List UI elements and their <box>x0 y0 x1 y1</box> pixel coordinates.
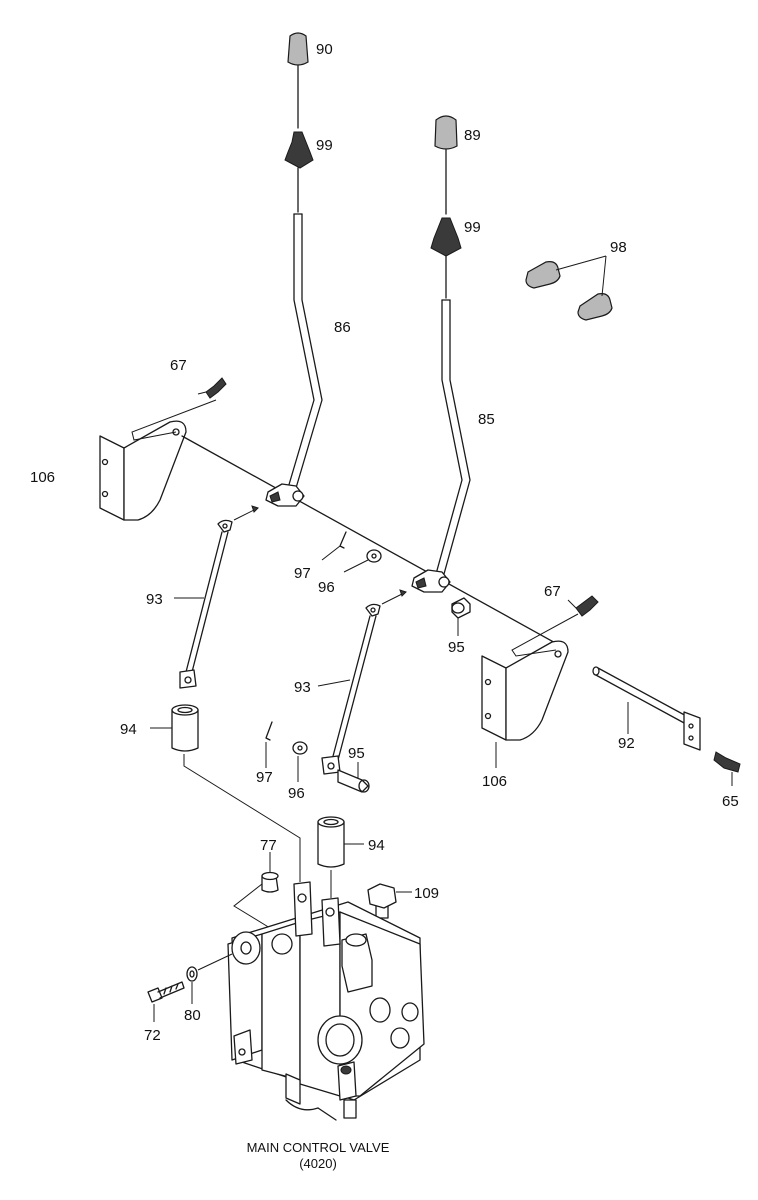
pin-clip-lower <box>265 721 273 768</box>
lever-right <box>435 299 471 575</box>
callout-bracket-right: 106 <box>482 773 507 790</box>
pin-upper <box>451 597 471 636</box>
rod-right <box>317 589 407 775</box>
rod-left <box>174 505 259 689</box>
caption: MAIN CONTROL VALVE (4020) <box>247 1140 390 1171</box>
caps <box>525 255 613 321</box>
callout-bolt-valve: 72 <box>144 1027 161 1044</box>
callout-bolt-right: 67 <box>544 583 561 600</box>
callout-pin-clip-upper: 97 <box>294 565 311 582</box>
callout-shaft: 92 <box>618 735 635 752</box>
callout-boot-right: 99 <box>464 219 481 236</box>
bolt-right <box>511 595 599 657</box>
washer-lower <box>292 741 308 782</box>
cross-shaft <box>181 435 569 651</box>
sleeve-right <box>317 816 364 898</box>
callout-labels: 90 99 89 99 98 86 85 67 106 97 96 93 67 … <box>30 41 739 1044</box>
relief-plug <box>367 883 412 948</box>
bolt-valve <box>147 981 185 1022</box>
callout-pin-lower: 95 <box>348 745 365 762</box>
callout-bolt-left: 67 <box>170 357 187 374</box>
callout-caps: 98 <box>610 239 627 256</box>
pivot-right <box>411 569 451 593</box>
callout-rod-right: 93 <box>294 679 311 696</box>
callout-rod-left: 93 <box>146 591 163 608</box>
caption-title: MAIN CONTROL VALVE <box>247 1140 390 1155</box>
washer-valve <box>186 953 233 1004</box>
callout-sleeve-left: 94 <box>120 721 137 738</box>
callout-lever-right: 85 <box>478 411 495 428</box>
callout-plug: 77 <box>260 837 277 854</box>
caption-code: (4020) <box>299 1156 337 1171</box>
knob-left <box>287 32 309 129</box>
callout-pin-clip-lower: 97 <box>256 769 273 786</box>
lever-left <box>287 213 323 489</box>
pivot-left <box>265 483 305 507</box>
plug <box>233 852 279 929</box>
main-control-valve <box>227 881 425 1121</box>
boot-right <box>430 217 462 299</box>
callout-bracket-left: 106 <box>30 469 55 486</box>
callout-washer-upper: 96 <box>318 579 335 596</box>
callout-knob-left: 90 <box>316 41 333 58</box>
callout-bolt-shaft: 65 <box>722 793 739 810</box>
bracket-left <box>99 420 187 521</box>
knob-right <box>434 115 458 215</box>
shaft <box>592 666 701 751</box>
pin-clip-upper <box>321 531 347 561</box>
callout-knob-right: 89 <box>464 127 481 144</box>
callout-washer-lower: 96 <box>288 785 305 802</box>
bolt-shaft <box>713 751 741 786</box>
callout-sleeve-right: 94 <box>368 837 385 854</box>
callout-boot-left: 99 <box>316 137 333 154</box>
bracket-right <box>481 640 569 768</box>
callout-pin-upper: 95 <box>448 639 465 656</box>
callout-washer-valve: 80 <box>184 1007 201 1024</box>
callout-lever-left: 86 <box>334 319 351 336</box>
bolt-left <box>131 377 227 441</box>
callout-relief-plug: 109 <box>414 885 439 902</box>
pin-lower <box>337 762 370 793</box>
washer-upper <box>343 549 382 573</box>
sleeve-left <box>150 704 301 882</box>
boot-left <box>284 131 314 213</box>
